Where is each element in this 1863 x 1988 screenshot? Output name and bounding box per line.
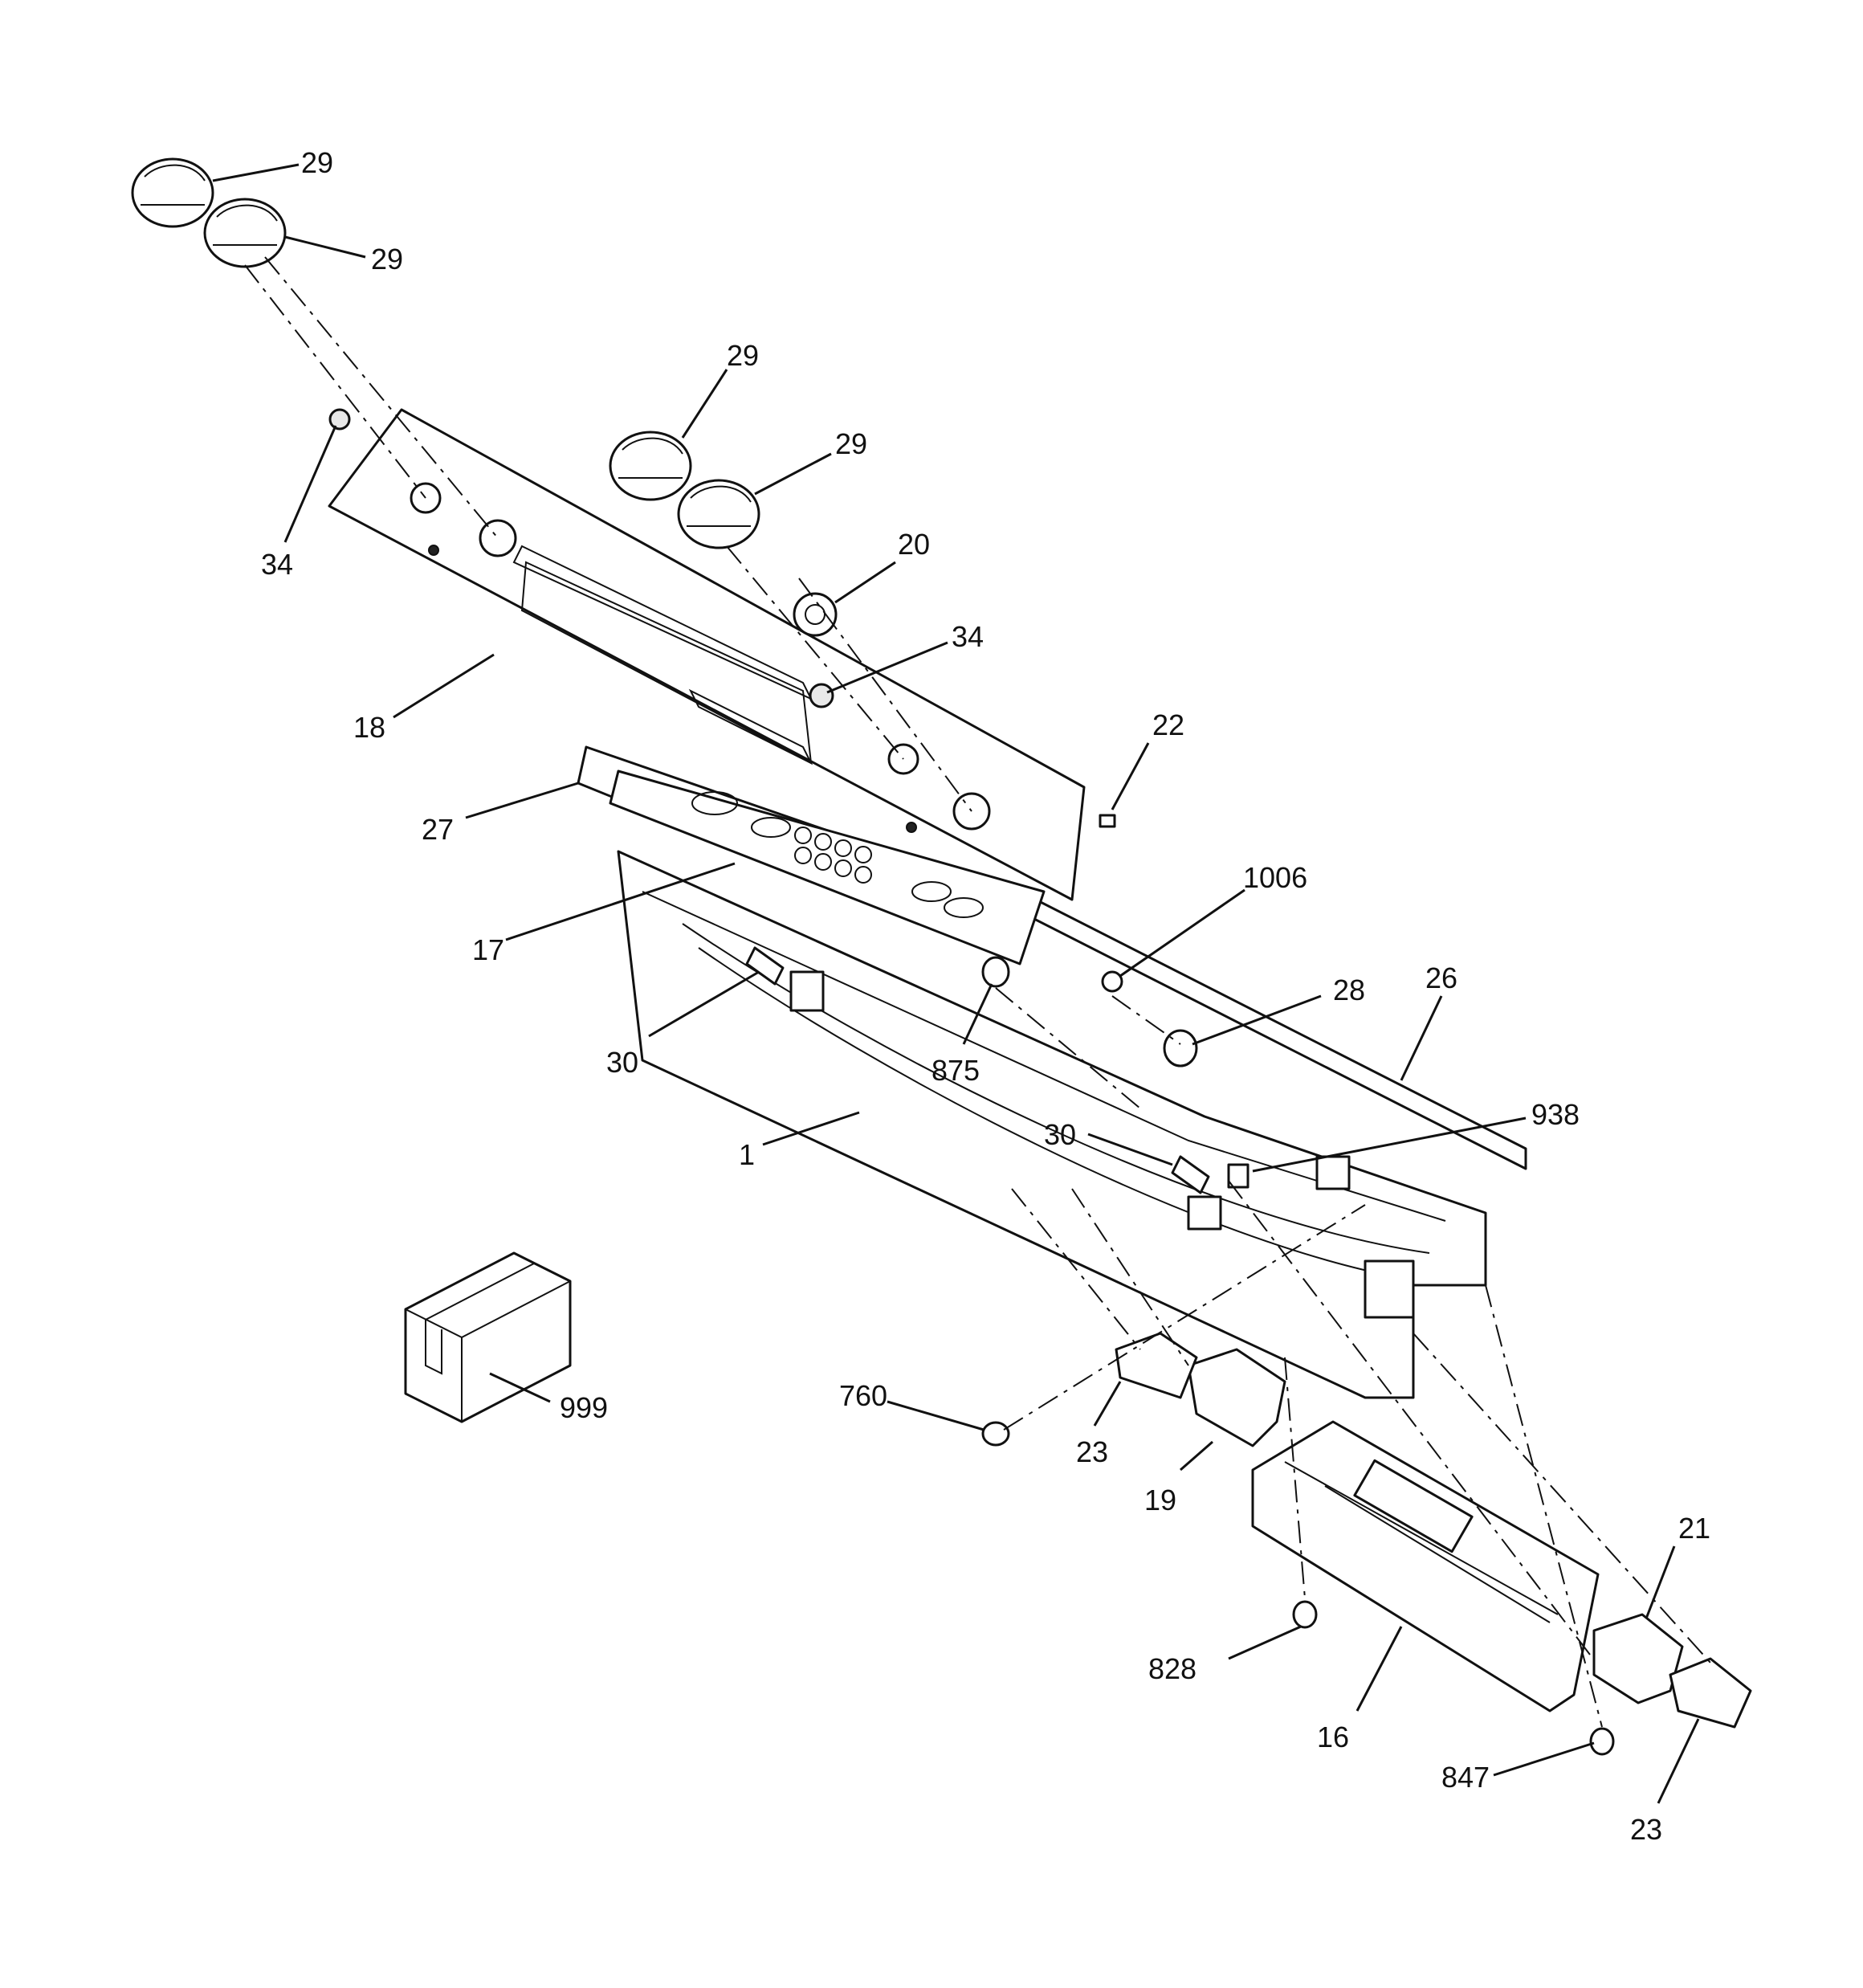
callout-17: 17: [472, 933, 504, 966]
part-30-bulb-left: [745, 946, 785, 986]
part-847-screw: [1589, 1727, 1615, 1756]
callout-1006: 1006: [1243, 861, 1307, 894]
part-29-knob-1: [131, 157, 214, 228]
callout-29-d: 29: [835, 427, 867, 460]
callout-29-c: 29: [727, 339, 759, 372]
part-29-knob-2: [203, 198, 287, 268]
part-20-grommet: [793, 592, 838, 637]
callout-22: 22: [1152, 708, 1184, 741]
callout-27: 27: [422, 813, 454, 846]
callout-20: 20: [898, 528, 930, 561]
callout-26: 26: [1425, 961, 1457, 994]
part-16-main-control-board: [1251, 1420, 1600, 1712]
callout-29-a: 29: [301, 146, 333, 179]
callout-28: 28: [1333, 974, 1365, 1006]
callout-29-b: 29: [371, 243, 403, 276]
callout-labels: 29 29 29 29 34 34 20 18 22 27 1006 17 28…: [261, 146, 1710, 1846]
callout-34-a: 34: [261, 548, 293, 581]
part-21-switch: [1592, 1613, 1684, 1704]
part-29-knob-3: [609, 431, 692, 501]
callout-1: 1: [739, 1138, 755, 1171]
callout-23-b: 23: [1630, 1813, 1662, 1846]
part-30-bulb-right: [1171, 1155, 1210, 1194]
callout-847: 847: [1441, 1761, 1490, 1794]
callout-18: 18: [353, 711, 385, 744]
part-34-knob-cap-left: [328, 408, 351, 431]
part-23-switch-lower: [1669, 1657, 1752, 1729]
part-1-backsplash-frame: [617, 850, 1487, 1399]
part-1006-screw: [1101, 970, 1123, 993]
callout-16: 16: [1317, 1721, 1349, 1753]
callout-34-b: 34: [952, 620, 984, 653]
part-999-box: [404, 1251, 572, 1423]
callout-19: 19: [1144, 1484, 1176, 1517]
part-760-screw: [981, 1421, 1010, 1447]
part-29-knob-4: [677, 479, 760, 549]
alignment-lines: [244, 256, 1711, 1728]
callout-23-a: 23: [1076, 1435, 1108, 1468]
part-17-control-board-overlay: [609, 769, 1046, 965]
part-938-clip: [1227, 1163, 1249, 1189]
leader-lines: [212, 163, 1700, 1804]
part-23-switch-upper: [1115, 1332, 1198, 1399]
callout-30-b: 30: [1044, 1118, 1076, 1151]
callout-760: 760: [839, 1379, 887, 1412]
callout-875: 875: [932, 1054, 980, 1087]
callout-30-a: 30: [606, 1046, 638, 1079]
callout-999: 999: [560, 1391, 608, 1424]
part-28-lamp: [1163, 1029, 1198, 1067]
callout-938: 938: [1531, 1098, 1580, 1131]
callout-21: 21: [1678, 1512, 1710, 1545]
part-22-clip: [1099, 814, 1116, 828]
part-34-knob-cap-center: [809, 683, 834, 708]
callout-828: 828: [1148, 1652, 1196, 1685]
part-875-screw: [981, 956, 1010, 988]
part-19-switch: [1187, 1348, 1286, 1447]
part-828-screw: [1292, 1600, 1318, 1629]
